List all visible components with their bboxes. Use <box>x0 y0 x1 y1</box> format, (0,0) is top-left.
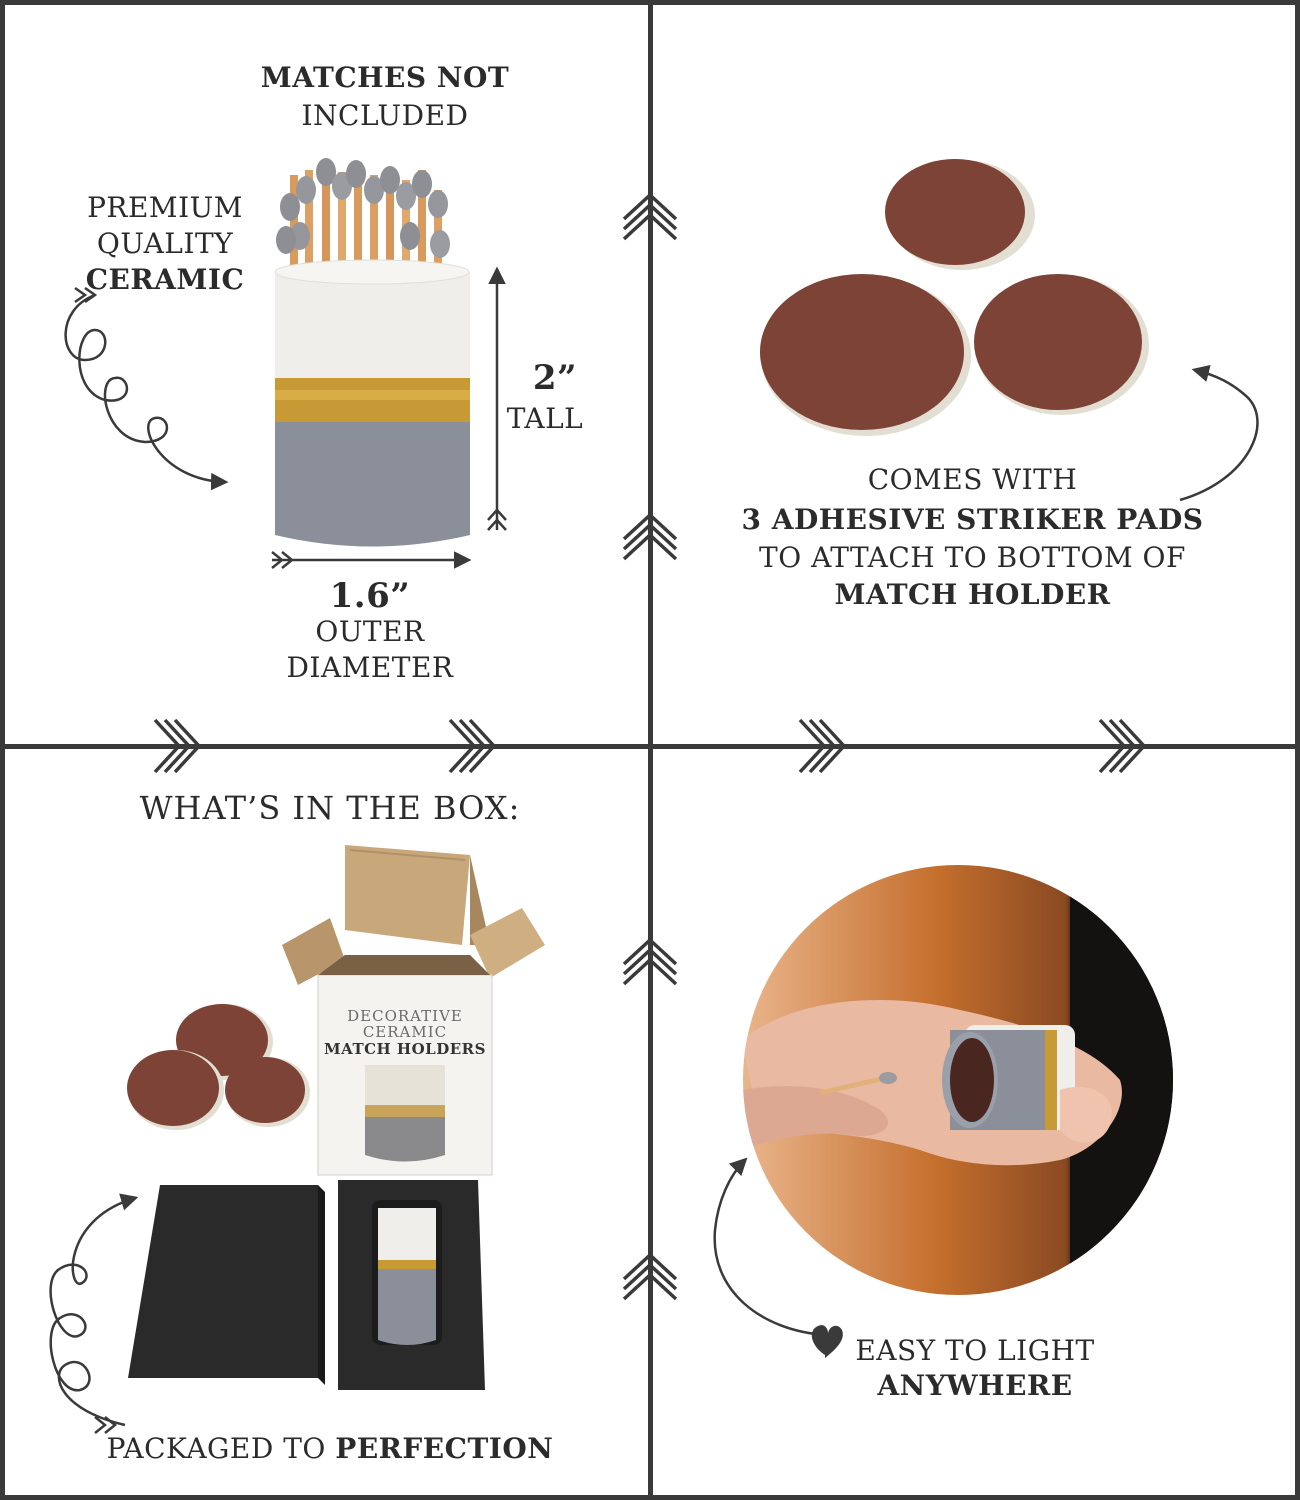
match-holder-label: MATCH HOLDER <box>834 578 1111 611</box>
ceramic-label: CERAMIC <box>85 263 245 296</box>
outer-label: OUTER <box>315 615 425 648</box>
striker-pads-illustration <box>760 159 1149 436</box>
diameter-label: DIAMETER <box>286 651 454 684</box>
loopy-arrow-q1 <box>64 293 229 491</box>
curved-arrow-q4 <box>713 1157 826 1337</box>
striker-pads-label: 3 ADHESIVE STRIKER PADS <box>741 503 1204 536</box>
height-label: TALL <box>506 402 584 435</box>
lighting-photo <box>743 865 1173 1295</box>
matches-not-label: MATCHES NOT <box>260 61 510 94</box>
match-holder-illustration <box>274 158 470 547</box>
packaged-caption-bold: PERFECTION <box>335 1432 554 1465</box>
included-label: INCLUDED <box>301 99 469 132</box>
arrow-tail-q3 <box>94 1416 118 1434</box>
anywhere-label: ANYWHERE <box>877 1369 1073 1402</box>
loopy-arrow-q3 <box>49 1193 139 1427</box>
quality-label: QUALITY <box>96 227 234 260</box>
width-value: 1.6” <box>329 576 411 616</box>
heart-icon <box>811 1325 843 1358</box>
box-contents-illustration <box>127 845 545 1390</box>
whats-in-the-box-heading: WHAT’S IN THE BOX: <box>139 789 521 827</box>
dimension-arrows <box>271 266 507 569</box>
comes-with-label: COMES WITH <box>867 463 1078 496</box>
box-print-line1: DECORATIVE <box>347 1007 463 1025</box>
height-value: 2” <box>532 358 578 398</box>
packaged-caption-light: PACKAGED TO <box>106 1432 326 1465</box>
chevron-ornaments <box>153 192 1147 1301</box>
box-print-line3: MATCH HOLDERS <box>324 1040 486 1058</box>
attach-label: TO ATTACH TO BOTTOM OF <box>759 541 1186 574</box>
packaged-caption: PACKAGED TO PERFECTION <box>90 1432 570 1465</box>
box-print-line2: CERAMIC <box>362 1023 448 1041</box>
arrow-tail-q1 <box>74 286 98 304</box>
curved-arrow-q2 <box>1179 364 1259 502</box>
vertical-divider <box>648 0 653 1500</box>
easy-to-light-label: EASY TO LIGHT <box>855 1334 1095 1367</box>
horizontal-divider <box>0 744 1300 749</box>
premium-label: PREMIUM <box>87 191 243 224</box>
